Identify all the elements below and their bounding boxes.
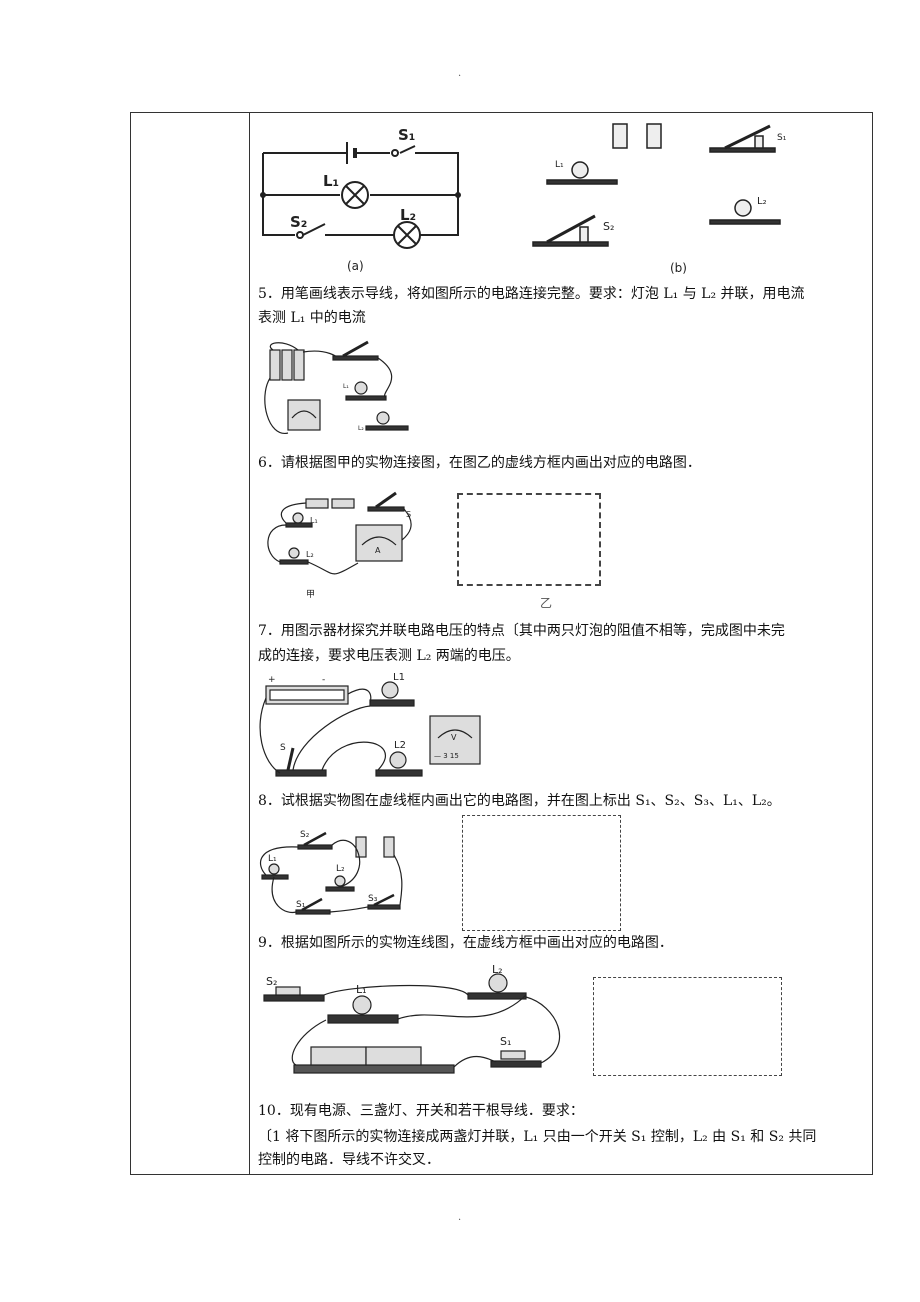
q7-text-line1: 7．用图示器材探究并联电路电压的特点〔其中两只灯泡的阻值不相等，完成图中未完 xyxy=(258,623,785,639)
label-l2: L2 xyxy=(394,740,406,751)
label-l1: L₁ xyxy=(555,160,564,170)
caption-b: (b) xyxy=(670,261,687,275)
q5-text-line2: 表测 L₁ 中的电流 xyxy=(258,310,366,326)
label-l2: L₂ xyxy=(306,550,314,559)
label-l2: L₂ xyxy=(336,864,345,874)
q6-answer-box[interactable] xyxy=(457,493,601,586)
q6-text: 6．请根据图甲的实物连接图，在图乙的虚线方框内画出对应的电路图． xyxy=(258,455,701,471)
q10-text-line2: 〔1 将下图所示的实物连接成两盏灯并联，L₁ 只由一个开关 S₁ 控制，L₂ 由… xyxy=(258,1129,817,1145)
label-l1: L₁ xyxy=(343,383,349,390)
table-border-top xyxy=(130,112,873,113)
caption-a: (a) xyxy=(347,259,364,273)
page-mark-bottom: . xyxy=(458,1212,462,1223)
label-s1: S₁ xyxy=(500,1035,511,1048)
q10-text-line1: 10．现有电源、三盏灯、开关和若干根导线．要求： xyxy=(258,1103,584,1119)
q5-physical-circuit: L₁ L₂ xyxy=(264,340,409,434)
physical-diagram-b: S₁ L₁ S₂ L₂ (b) xyxy=(532,123,787,275)
table-border-left xyxy=(130,112,131,1175)
q8-answer-box[interactable] xyxy=(462,815,621,931)
minus-terminal: - xyxy=(322,675,325,685)
label-s: S xyxy=(406,510,411,519)
label-l1: L₁ xyxy=(356,983,367,996)
circuit-diagram-a: S₁ L₁ S₂ L₂ (a) xyxy=(260,126,461,273)
label-l1: L₁ xyxy=(323,172,339,190)
caption-yi: 乙 xyxy=(540,596,553,610)
q7-text-line2: 成的连接，要求电压表测 L₂ 两端的电压。 xyxy=(258,648,520,664)
voltmeter-scale: — 3 15 xyxy=(434,752,459,760)
label-l1: L1 xyxy=(393,672,405,683)
table-border-bottom xyxy=(130,1174,873,1175)
label-s2: S₂ xyxy=(300,830,310,840)
q8-text: 8．试根据实物图在虚线框内画出它的电路图，并在图上标出 S₁、S₂、S₃、L₁、… xyxy=(258,793,781,809)
label-s: S xyxy=(280,743,286,753)
label-s2: S₂ xyxy=(266,975,277,988)
label-s3: S₃ xyxy=(368,894,378,904)
plus-terminal: + xyxy=(268,675,276,685)
label-l2: L₂ xyxy=(358,425,364,432)
q7-physical-circuit: + - L1 L2 S V — 3 15 xyxy=(259,672,481,777)
page-mark-top: . xyxy=(458,68,462,79)
label-s1: S₁ xyxy=(296,900,306,910)
label-a: A xyxy=(375,546,381,555)
q9-answer-box[interactable] xyxy=(593,977,782,1076)
label-v: V xyxy=(451,733,457,742)
label-s2: S₂ xyxy=(290,213,307,231)
q9-physical-circuit: S₂ L₁ L₂ S₁ xyxy=(263,965,561,1074)
label-s1: S₁ xyxy=(398,126,415,144)
caption-jia: 甲 xyxy=(306,589,315,600)
q5-text-line1: 5．用笔画线表示导线，将如图所示的电路连接完整。要求：灯泡 L₁ 与 L₂ 并联… xyxy=(258,286,805,302)
label-l2: L₂ xyxy=(492,965,503,976)
label-l2: L₂ xyxy=(400,206,416,224)
table-column-divider xyxy=(249,112,250,1175)
label-s1: S₁ xyxy=(777,133,787,143)
q9-text: 9．根据如图所示的实物连线图，在虚线方框中画出对应的电路图． xyxy=(258,935,673,951)
label-l1: L₁ xyxy=(310,516,318,525)
table-border-right xyxy=(872,112,873,1175)
label-s2: S₂ xyxy=(603,220,614,233)
q8-physical-circuit: S₂ L₁ L₂ S₁ S₃ xyxy=(259,830,403,915)
label-l2: L₂ xyxy=(757,196,767,207)
label-l1: L₁ xyxy=(268,854,277,864)
q10-text-line3: 控制的电路．导线不许交叉． xyxy=(258,1152,440,1168)
q6-physical-circuit-jia: L₁ L₂ S A 甲 xyxy=(267,491,412,600)
